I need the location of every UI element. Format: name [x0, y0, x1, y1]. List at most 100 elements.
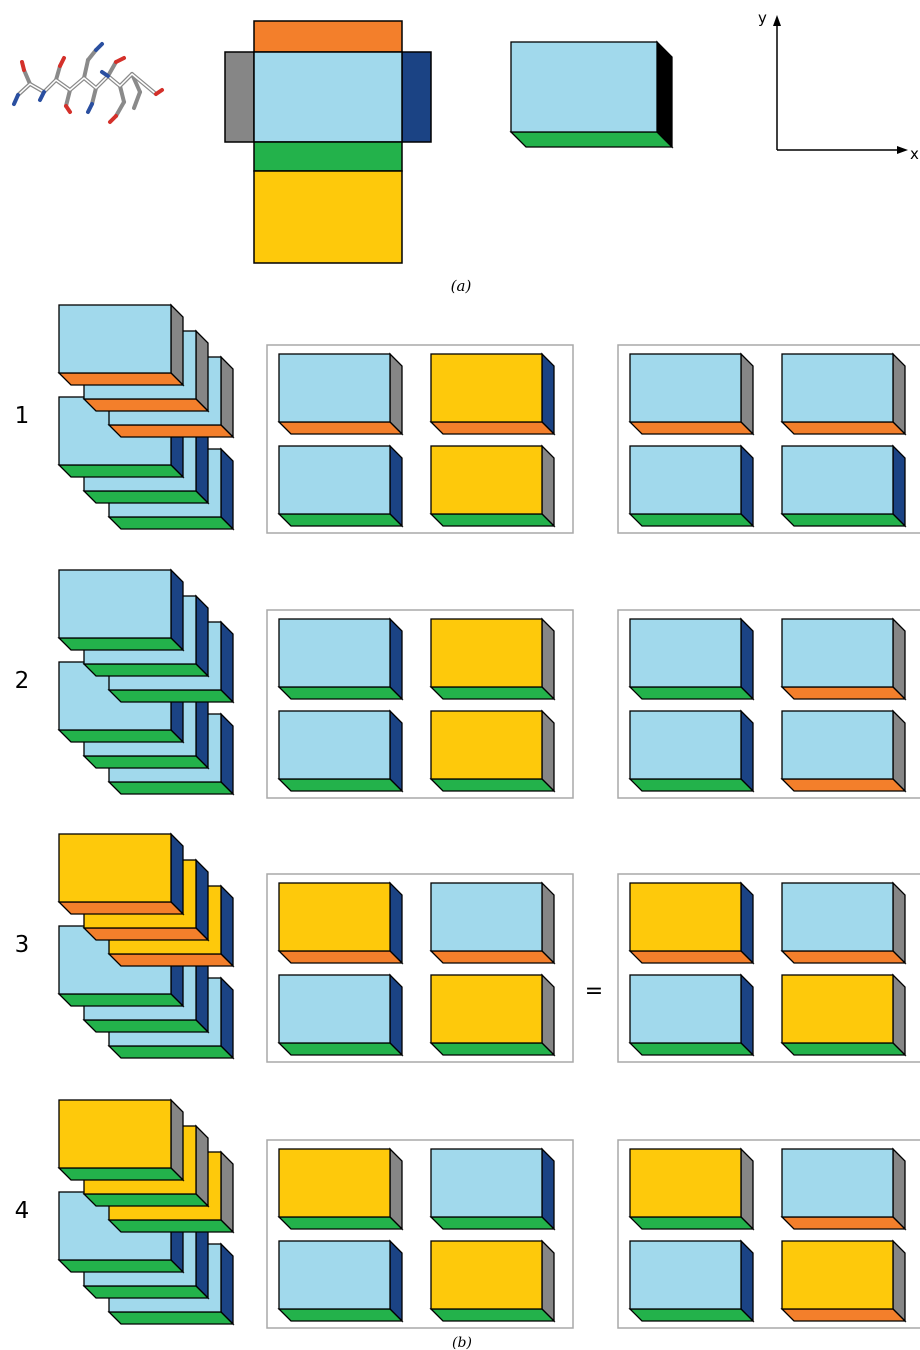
block-side-face [541, 617, 555, 701]
block-front-face [629, 974, 742, 1044]
block-bottom-face [57, 993, 185, 1007]
stack-block [57, 303, 185, 387]
block-bottom-face [82, 398, 210, 412]
arrangement-panel [617, 344, 920, 534]
block-side-face [170, 832, 184, 916]
block-bottom-face [57, 637, 185, 651]
block-side-face [740, 973, 754, 1057]
block-front-face [781, 1240, 894, 1310]
block-side-face [389, 444, 403, 528]
block-side-face [541, 352, 555, 436]
packing-rows: 123=4 [15, 303, 920, 1329]
block-front-face [510, 41, 658, 133]
block-bottom-face [277, 1042, 404, 1056]
row-label: 4 [15, 1198, 30, 1224]
block-bottom-face [107, 781, 235, 795]
block-front-face [781, 974, 894, 1044]
block-side-face [220, 620, 234, 704]
block-side-face [740, 1147, 754, 1231]
block-side-face [195, 594, 209, 678]
panel-block [277, 1147, 404, 1231]
block-front-face [430, 1240, 543, 1310]
packing-row-2: 2 [15, 568, 920, 799]
block-bottom-face [429, 778, 556, 792]
block-side-face [740, 444, 754, 528]
reference-block [509, 40, 674, 149]
block-bottom-face [57, 901, 185, 915]
block-side-face [740, 1239, 754, 1323]
packing-row-3: 3= [15, 832, 920, 1063]
stacked-layers [57, 568, 235, 796]
block-front-face [58, 1099, 172, 1169]
block-front-face [278, 1240, 391, 1310]
panel-block [277, 1239, 404, 1323]
arrangement-panel [266, 609, 574, 799]
panel-block [628, 352, 755, 436]
block-side-face [220, 447, 234, 531]
block-side-face [541, 1239, 555, 1323]
stacked-layers [57, 1098, 235, 1326]
block-bottom-face [429, 513, 556, 527]
block-side-face [892, 881, 906, 965]
block-side-face [389, 973, 403, 1057]
block-front-face [629, 1240, 742, 1310]
block-front-face [278, 882, 391, 952]
block-front-face [781, 353, 894, 423]
caption-b: (b) [452, 1335, 472, 1350]
block-front-face [629, 445, 742, 515]
block-front-face [278, 974, 391, 1044]
panel-block [277, 709, 404, 793]
block-front-face [430, 1148, 543, 1218]
block-bottom-face [277, 513, 404, 527]
panel-block [780, 1239, 907, 1323]
block-bottom-face [277, 950, 404, 964]
panel-block [628, 709, 755, 793]
block-front-face [58, 569, 172, 639]
molecule-icon [12, 42, 164, 124]
panel-block [780, 709, 907, 793]
y-axis-arrowhead [773, 15, 781, 26]
block-bottom-face [628, 1042, 755, 1056]
row-label: 3 [15, 932, 30, 958]
block-front-face [278, 618, 391, 688]
panel-block [780, 617, 907, 701]
block-bottom-face [429, 1308, 556, 1322]
block-bottom-face [107, 1219, 235, 1233]
block-front-face [629, 353, 742, 423]
block-bottom-face [509, 131, 674, 148]
block-front-face [781, 445, 894, 515]
block-front-face [430, 882, 543, 952]
oriented-block-3d [509, 40, 674, 149]
block-bottom-face [277, 1216, 404, 1230]
block-side-face [389, 617, 403, 701]
block-side-face [656, 40, 673, 149]
block-side-face [892, 617, 906, 701]
arrangement-panel [266, 1139, 574, 1329]
block-bottom-face [780, 778, 907, 792]
block-bottom-face [429, 421, 556, 435]
block-bottom-face [429, 1216, 556, 1230]
panel-block [429, 444, 556, 528]
block-bottom-face [628, 950, 755, 964]
panel-block [277, 352, 404, 436]
block-bottom-face [82, 663, 210, 677]
block-side-face [541, 709, 555, 793]
block-side-face [220, 712, 234, 796]
cube-net [224, 20, 432, 264]
block-front-face [781, 1148, 894, 1218]
block-front-face [629, 1148, 742, 1218]
block-bottom-face [780, 1042, 907, 1056]
panel-block [429, 352, 556, 436]
block-front-face [430, 974, 543, 1044]
panel-block [628, 973, 755, 1057]
panel-block [628, 444, 755, 528]
block-side-face [195, 858, 209, 942]
panel-block [429, 881, 556, 965]
block-front-face [781, 618, 894, 688]
block-bottom-face [57, 372, 185, 386]
block-front-face [278, 353, 391, 423]
panel-block [628, 1147, 755, 1231]
block-side-face [389, 352, 403, 436]
net-top-face [253, 20, 403, 53]
